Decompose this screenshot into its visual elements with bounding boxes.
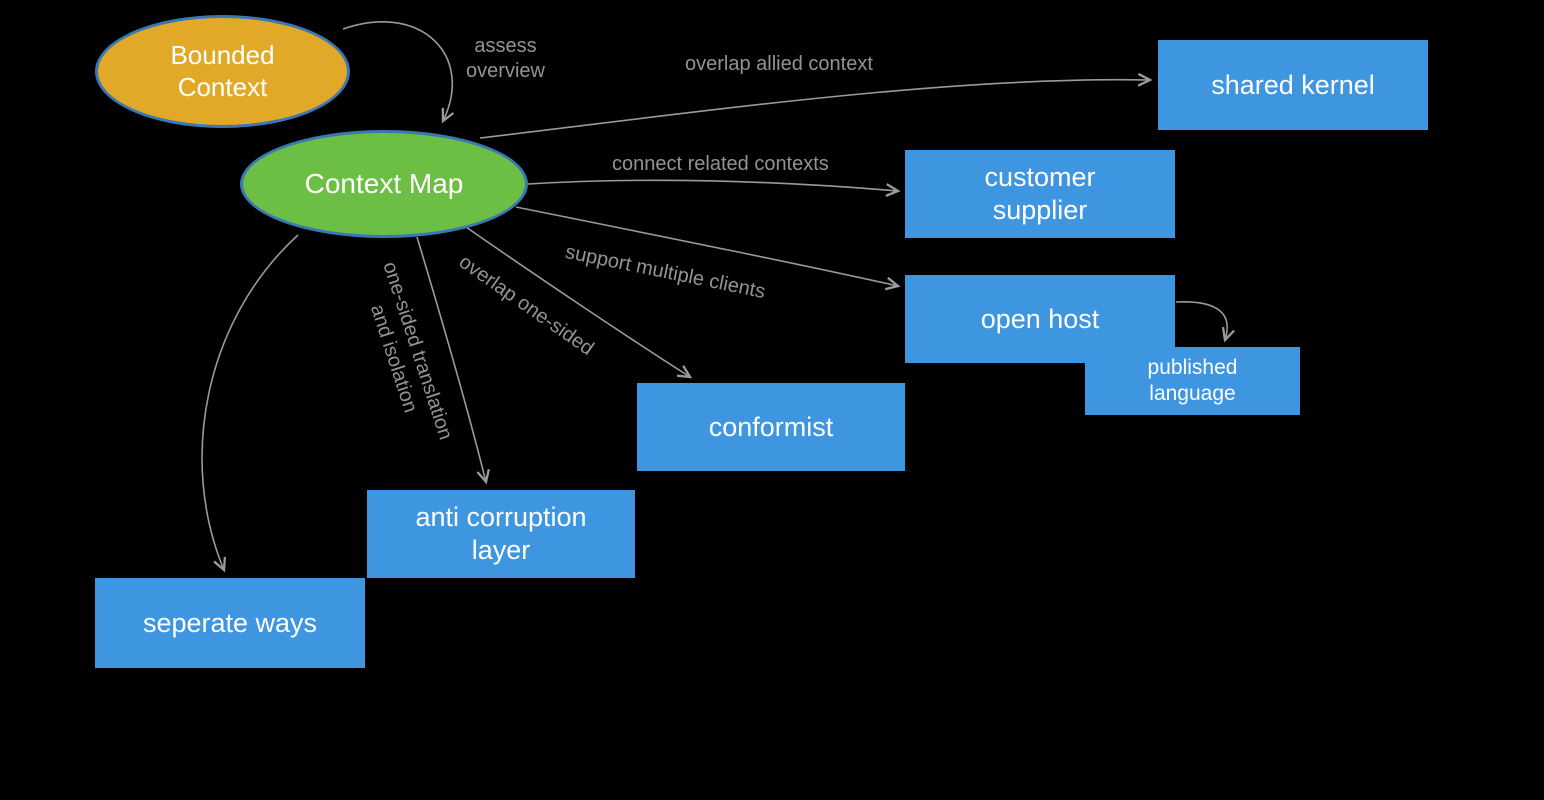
- arrow-context-map-to-open-host: [515, 206, 901, 291]
- node-context-map: Context Map: [240, 130, 528, 238]
- arrow-context-map-to-conformist: [465, 226, 693, 379]
- node-conformist: conformist: [637, 383, 905, 471]
- node-published-language: published language: [1085, 347, 1300, 415]
- node-bounded-context: Bounded Context: [95, 15, 350, 128]
- node-shared-kernel: shared kernel: [1158, 40, 1428, 130]
- arrow-context-map-to-shared-kernel: [479, 72, 1153, 139]
- node-customer-supplier: customer supplier: [905, 150, 1175, 238]
- node-seperate-ways: seperate ways: [95, 578, 365, 668]
- arrow-bounded-context-to-context-map: [342, 21, 455, 124]
- arrow-context-map-to-seperate-ways: [201, 234, 299, 573]
- arrow-context-map-to-anti-corruption-layer: [416, 236, 490, 485]
- arrow-open-host-to-published-language: [1175, 301, 1235, 343]
- node-open-host: open host: [905, 275, 1175, 363]
- edge-label-connect-related-contexts: connect related contexts: [612, 153, 829, 175]
- edge-label-overlap-allied-context: overlap allied context: [685, 53, 873, 75]
- node-anti-corruption-layer: anti corruption layer: [367, 490, 635, 578]
- arrow-context-map-to-customer-supplier: [527, 179, 901, 197]
- edge-label-assess-overview: assess overview: [466, 35, 545, 82]
